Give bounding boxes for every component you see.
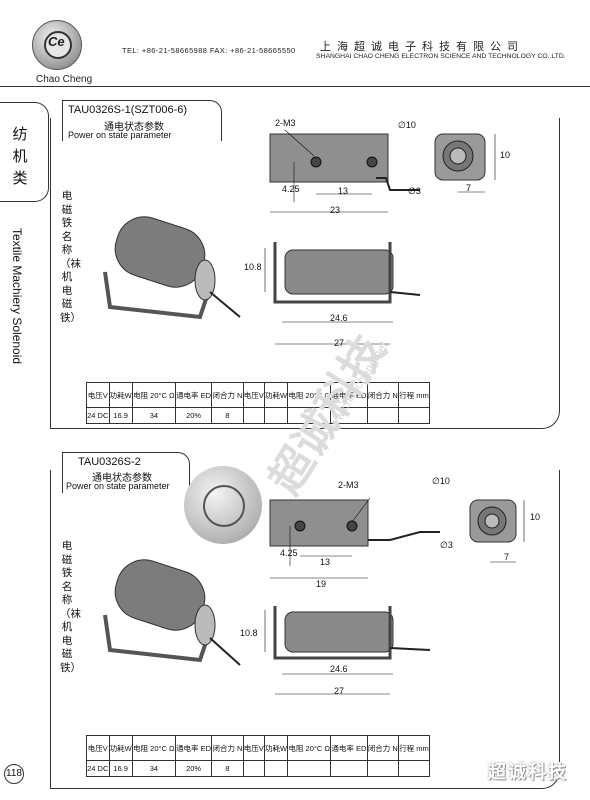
dim-thread: 2-M3 xyxy=(275,118,296,128)
dim-coil-length: 24.6 xyxy=(330,664,348,674)
dim-frame-length: 27 xyxy=(334,338,345,348)
mount-hole-icon xyxy=(310,156,322,168)
iso-frame xyxy=(103,271,212,320)
logo-emblem-icon xyxy=(44,31,72,59)
side-view-frame xyxy=(273,606,392,660)
side-view-coil xyxy=(284,249,394,295)
category-en: Textile Machiery Solenoid xyxy=(10,228,24,365)
subtitle-en: Power on state parameter xyxy=(66,481,170,491)
dim-hole-dia: ∅10 xyxy=(398,120,416,130)
model-tab-2 xyxy=(62,452,190,493)
logo-text: Ce xyxy=(48,34,65,49)
header-divider xyxy=(0,86,590,87)
dim-hole-height: 4.25 xyxy=(282,184,300,194)
dim-hole-spacing: 13 xyxy=(338,186,349,196)
company-name-cn: 上海超诚电子科技有限公司 xyxy=(320,41,524,53)
mount-hole-icon xyxy=(366,156,378,168)
dim-body-length: 19 xyxy=(316,579,327,589)
contact-info: TEL: +86-21-58665988 FAX: +86-21-5866555… xyxy=(122,46,296,55)
footer-brand: 超诚科技 xyxy=(488,762,568,782)
subtitle-en: Power on state parameter xyxy=(68,130,172,140)
spec-table-1: 电压V 功耗W 电阻 20°C Ω 通电率 ED 闭合力 N 电压V 功耗W 电… xyxy=(86,382,431,424)
iso-lead-wire xyxy=(209,291,241,318)
product-panel-2 xyxy=(50,470,560,789)
model-number: TAU0326S-1(SZT006-6) xyxy=(68,104,188,116)
side-view-coil xyxy=(284,611,394,653)
dim-side-offset: 7 xyxy=(466,183,472,193)
table-row: 24 DC 16.9 34 20% 8 xyxy=(86,760,431,777)
dim-coil-length: 24.6 xyxy=(330,313,348,323)
side-view-lead xyxy=(389,291,421,296)
side-view-lead xyxy=(389,647,431,651)
table-header-row: 电压V 功耗W 电阻 20°C Ω 通电率 ED 闭合力 N 电压V 功耗W 电… xyxy=(86,735,431,761)
subtitle-cn: 通电状态参数 xyxy=(104,122,164,133)
dim-pin-dia: ∅3 xyxy=(408,186,421,196)
plunger-icon xyxy=(484,513,500,529)
model-tab-1 xyxy=(62,100,222,141)
iso-plunger-end xyxy=(194,604,216,646)
plunger-icon xyxy=(449,147,467,165)
dim-side-offset: 7 xyxy=(504,552,510,562)
dim-height: 10 xyxy=(530,512,541,522)
dim-body-length: 23 xyxy=(330,205,341,215)
side-view-frame xyxy=(273,242,392,304)
dim-frame-height: 10.8 xyxy=(244,262,262,272)
table-header-row: 电压V 功耗W 电阻 20°C Ω 通电率 ED 闭合力 N 电压V 功耗W 电… xyxy=(86,382,431,408)
product-name-vertical: 电磁铁名称（袜机电磁铁） xyxy=(60,540,81,674)
technical-drawing-1 xyxy=(103,129,496,345)
lead-wire xyxy=(368,531,440,541)
dim-thread: 2-M3 xyxy=(338,480,359,490)
model-number: TAU0326S-2 xyxy=(78,456,141,468)
dim-frame-height: 10.8 xyxy=(240,628,258,638)
lead-wire xyxy=(376,177,420,191)
dim-hole-height: 4.25 xyxy=(280,548,298,558)
iso-plunger-end xyxy=(194,259,216,301)
company-logo xyxy=(32,20,82,70)
technical-drawing-2 xyxy=(103,497,525,695)
company-name-en: SHANGHAI CHAO CHENG ELECTRON SCIENCE AND… xyxy=(316,53,566,60)
mount-hole-icon xyxy=(294,520,306,532)
subtitle-cn: 通电状态参数 xyxy=(92,473,152,484)
iso-lead-wire xyxy=(209,637,241,666)
brand-name: Chao Cheng xyxy=(36,74,93,85)
product-name-vertical: 电磁铁名称（袜机电磁铁） xyxy=(60,190,81,324)
category-tab xyxy=(0,102,49,202)
dim-hole-spacing: 13 xyxy=(320,557,331,567)
dim-height: 10 xyxy=(500,150,511,160)
category-cn: 纺机类 xyxy=(12,126,28,187)
table-row: 24 DC 16.9 34 20% 8 xyxy=(86,407,431,424)
spec-table-2: 电压V 功耗W 电阻 20°C Ω 通电率 ED 闭合力 N 电压V 功耗W 电… xyxy=(86,735,431,777)
dim-frame-length: 27 xyxy=(334,686,345,696)
mount-hole-icon xyxy=(346,520,358,532)
product-panel-1 xyxy=(50,118,560,429)
dim-pin-dia: ∅3 xyxy=(440,540,453,550)
dim-hole-dia: ∅10 xyxy=(432,476,450,486)
logo-seal-ring xyxy=(203,485,245,527)
page-number: 118 xyxy=(4,764,24,784)
